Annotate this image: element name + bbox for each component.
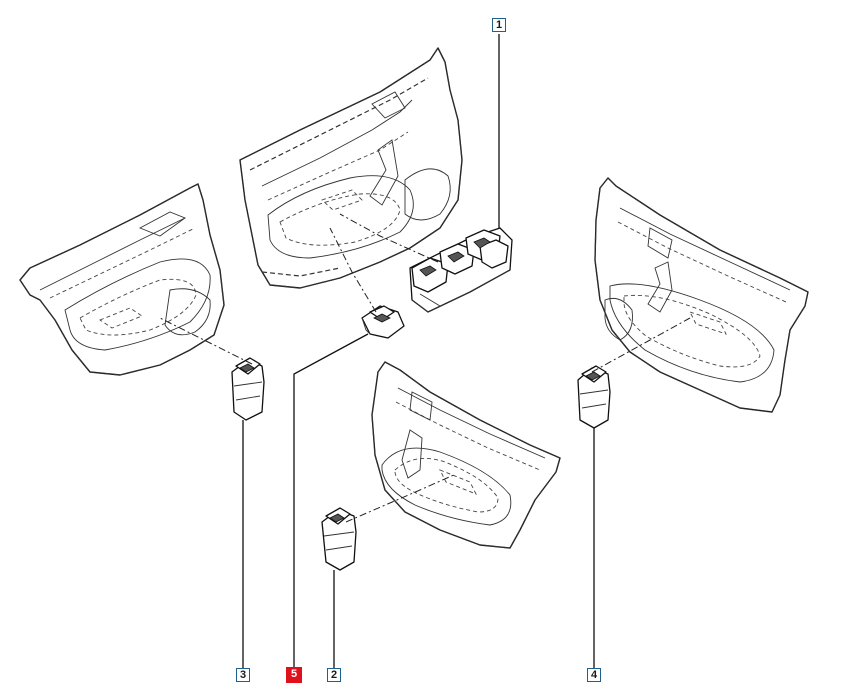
axis-switch-4	[591, 317, 691, 373]
master-window-switch	[409, 227, 513, 313]
leader-lines	[242, 34, 595, 668]
callout-4[interactable]: 4	[587, 668, 601, 682]
callout-2[interactable]: 2	[327, 668, 341, 682]
axis-switch-3	[159, 317, 253, 365]
callout-3[interactable]: 3	[236, 668, 250, 682]
front-right-door-panel	[371, 361, 561, 549]
axis-switch-1	[339, 213, 439, 263]
single-window-switch-3	[231, 357, 265, 421]
rear-left-door-panel	[19, 183, 225, 376]
single-window-switch-5	[361, 305, 405, 339]
assembly-axes	[159, 213, 691, 523]
leader-5	[293, 333, 369, 668]
single-window-switch-2	[321, 507, 357, 571]
front-left-door-panel	[239, 46, 463, 289]
rear-right-door-panel	[594, 177, 809, 413]
callout-5[interactable]: 5	[286, 667, 302, 683]
single-window-switch-4	[577, 365, 611, 429]
axis-switch-5	[329, 227, 377, 313]
axis-switch-2	[345, 473, 457, 523]
callout-1[interactable]: 1	[492, 18, 506, 32]
